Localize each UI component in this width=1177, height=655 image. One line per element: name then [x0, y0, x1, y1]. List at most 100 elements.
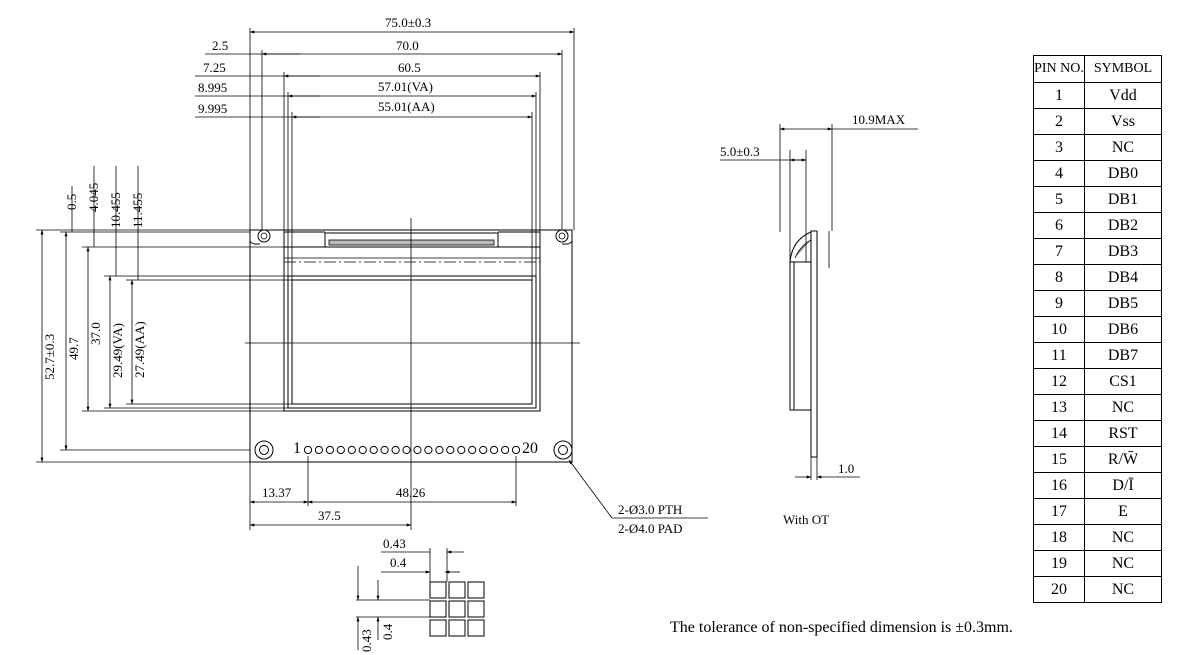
pin-pad	[380, 445, 389, 455]
pin-number-cell: 5	[1033, 186, 1085, 213]
detail-pad	[467, 581, 485, 599]
pin-number-cell: 15	[1033, 446, 1085, 473]
left-dimensions: 52.7±0.3 49.7 0.5 37.0 4.045 29.49(VA) 1…	[36, 166, 292, 463]
side-pcb	[810, 230, 818, 458]
dim-thickness-max: 10.9MAX	[852, 112, 906, 127]
dim-active-width: 55.01(AA)	[378, 99, 435, 114]
dim-v-offset-10-455: 10.455	[108, 192, 123, 228]
detail-pad	[429, 581, 447, 599]
dim-v-offset-0-5: 0.5	[64, 194, 79, 210]
mounting-hole-top-right	[555, 229, 569, 243]
pad-detail: 0.43 0.4 0.4 0.43	[356, 536, 485, 652]
pin-pad	[347, 445, 356, 455]
pin-symbol-cell: DB7	[1084, 342, 1162, 369]
pin-pad	[314, 445, 323, 455]
front-view: 1 20 75.0±0.3 70.0 2.5 60.5 7.25 57.01(V…	[36, 15, 708, 536]
pin-pad	[358, 445, 367, 455]
tolerance-note: The tolerance of non-specified dimension…	[670, 619, 1013, 636]
dim-hole-v-pitch: 49.7	[66, 337, 81, 360]
hole-note-pad: 2-Ø4.0 PAD	[618, 521, 683, 536]
dim-overall-height: 52.7±0.3	[42, 334, 57, 380]
detail-pad	[448, 581, 466, 599]
viewing-area	[287, 275, 537, 409]
pin-number-cell: 13	[1033, 394, 1085, 421]
pin-pad	[457, 445, 466, 455]
dim-viewing-height: 29.49(VA)	[110, 323, 125, 378]
pin-number-cell: 20	[1033, 576, 1085, 603]
pin-number-cell: 14	[1033, 420, 1085, 447]
dim-module-width: 60.5	[398, 60, 421, 75]
mounting-hole-top-left	[257, 229, 271, 243]
pin-number-cell: 1	[1033, 82, 1085, 109]
pin-number-cell: 16	[1033, 472, 1085, 499]
pin-number-cell: 7	[1033, 238, 1085, 265]
hole-note: 2-Ø3.0 PTH 2-Ø4.0 PAD	[568, 459, 708, 536]
detail-pad	[448, 600, 466, 618]
dim-viewing-width: 57.01(VA)	[378, 79, 433, 94]
pin-symbol-cell: Vdd	[1084, 82, 1162, 109]
pin-symbol-cell: DB2	[1084, 212, 1162, 239]
pin-number-cell: 18	[1033, 524, 1085, 551]
pin-number-cell: 17	[1033, 498, 1085, 525]
dim-overall-width: 75.0±0.3	[385, 15, 431, 30]
pin-pad	[511, 445, 521, 455]
pin-symbol-cell: CS1	[1084, 368, 1162, 395]
pin-symbol-cell: E	[1084, 498, 1162, 525]
side-view-caption: With OT	[783, 512, 830, 527]
pin-number-cell: 9	[1033, 290, 1085, 317]
pin-symbol-cell: R/W̄	[1084, 446, 1162, 473]
dim-module-height: 37.0	[88, 322, 103, 345]
dim-v-offset-4-045: 4.045	[86, 183, 101, 212]
pin-symbol-cell: DB4	[1084, 264, 1162, 291]
pin-last-label: 20	[522, 440, 538, 457]
pin-pad	[479, 445, 488, 455]
detail-pad	[429, 600, 447, 618]
dim-offset-9-995: 9.995	[198, 101, 227, 116]
pin-pad	[413, 445, 422, 455]
detail-pad	[467, 619, 485, 637]
detail-pad	[429, 619, 447, 637]
side-view: 10.9MAX 5.0±0.3 1.0	[720, 112, 918, 480]
pin-pad	[303, 445, 313, 455]
hole-note-pth: 2-Ø3.0 PTH	[618, 502, 682, 517]
dim-v-offset-11-455: 11.455	[130, 193, 145, 228]
dim-pin-span: 48.26	[396, 485, 426, 500]
pin-row	[303, 445, 521, 455]
pin-number-cell: 3	[1033, 134, 1085, 161]
detail-dim-h2: 0.4	[390, 555, 407, 570]
pin-pad	[369, 445, 378, 455]
mounting-hole-bottom-left	[254, 440, 274, 460]
pin-symbol-cell: DB1	[1084, 186, 1162, 213]
pin-pad	[490, 445, 499, 455]
active-area	[291, 279, 533, 405]
pin-pad	[391, 445, 400, 455]
dim-center-offset: 37.5	[318, 508, 341, 523]
detail-dim-v2: 0.43	[359, 629, 374, 652]
pin-symbol-cell: D/Ī	[1084, 472, 1162, 499]
pin-number-cell: 12	[1033, 368, 1085, 395]
side-module	[789, 261, 812, 411]
pin-symbol-cell: NC	[1084, 394, 1162, 421]
pin-symbol-cell: DB3	[1084, 238, 1162, 265]
bottom-dimensions: 13.37 48.26 37.5	[249, 456, 517, 530]
pin-number-cell: 11	[1033, 342, 1085, 369]
pin-symbol-cell: DB5	[1084, 290, 1162, 317]
